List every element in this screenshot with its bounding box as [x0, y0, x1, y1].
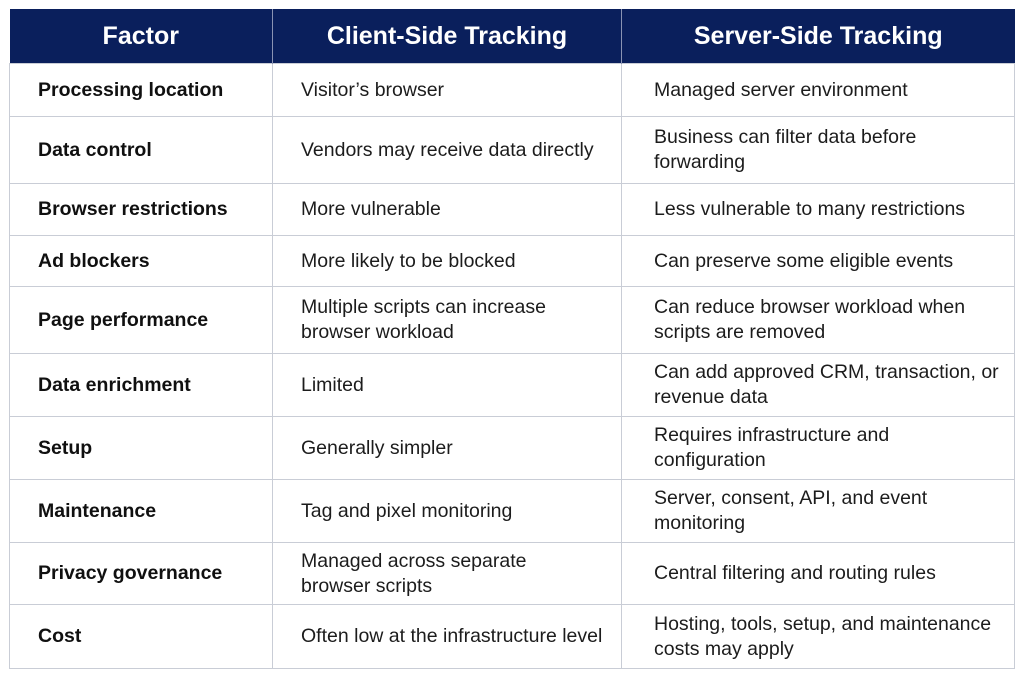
- table-row: Page performance Multiple scripts can in…: [9, 286, 1015, 354]
- factor-cell: Page performance: [9, 286, 273, 354]
- server-side-cell-text: Server, consent, API, and event monitori…: [654, 487, 928, 534]
- header-row: Factor Client-Side Tracking Server-Side …: [9, 9, 1015, 64]
- factor-cell: Processing location: [9, 63, 273, 117]
- client-side-cell: More vulnerable: [272, 183, 622, 236]
- comparison-table-container: Factor Client-Side Tracking Server-Side …: [9, 9, 1015, 669]
- table-row: Maintenance Tag and pixel monitoring Ser…: [9, 479, 1015, 543]
- server-side-cell-text: Hosting, tools, setup, and maintenance c…: [654, 612, 992, 660]
- table-row: Ad blockers More likely to be blocked Ca…: [9, 235, 1015, 287]
- factor-cell: Privacy governance: [9, 542, 273, 605]
- factor-cell: Cost: [9, 604, 273, 669]
- client-side-cell: Limited: [272, 353, 622, 417]
- table-row: Data control Vendors may receive data di…: [9, 116, 1015, 184]
- client-side-cell: Visitor’s browser: [272, 63, 622, 117]
- factor-cell: Data enrichment: [9, 353, 273, 417]
- server-side-cell-text: Requires infrastructure and configuratio…: [654, 424, 890, 471]
- client-side-cell: Vendors may receive data directly: [272, 116, 622, 184]
- table-row: Cost Often low at the infrastructure lev…: [9, 604, 1015, 669]
- server-side-cell: Can reduce browser workload when scripts…: [621, 286, 1015, 354]
- client-side-cell-text: Managed across separate browser scripts: [301, 549, 527, 597]
- factor-cell: Browser restrictions: [9, 183, 273, 236]
- column-header-client-side: Client-Side Tracking: [272, 9, 622, 64]
- server-side-cell-text: Can reduce browser workload when scripts…: [654, 296, 966, 343]
- factor-cell: Maintenance: [9, 479, 273, 543]
- server-side-cell: Hosting, tools, setup, and maintenance c…: [621, 604, 1015, 669]
- factor-cell: Setup: [9, 416, 273, 480]
- table-header: Factor Client-Side Tracking Server-Side …: [9, 9, 1015, 64]
- factor-cell: Ad blockers: [9, 235, 273, 287]
- server-side-cell: Less vulnerable to many restrictions: [621, 183, 1015, 236]
- server-side-cell: Managed server environment: [621, 63, 1015, 117]
- table-row: Privacy governance Managed across separa…: [9, 542, 1015, 605]
- server-side-cell: Can preserve some eligible events: [621, 235, 1015, 287]
- client-side-cell: Multiple scripts can increase browser wo…: [272, 286, 622, 354]
- client-side-cell: Tag and pixel monitoring: [272, 479, 622, 543]
- table-body: Processing location Visitor’s browser Ma…: [9, 63, 1015, 669]
- factor-cell: Data control: [9, 116, 273, 184]
- comparison-table: Factor Client-Side Tracking Server-Side …: [9, 9, 1015, 669]
- server-side-cell: Can add approved CRM, transaction, or re…: [621, 353, 1015, 417]
- table-row: Processing location Visitor’s browser Ma…: [9, 63, 1015, 117]
- server-side-cell: Requires infrastructure and configuratio…: [621, 416, 1015, 480]
- column-header-factor: Factor: [9, 9, 273, 64]
- server-side-cell: Central filtering and routing rules: [621, 542, 1015, 605]
- table-row: Data enrichment Limited Can add approved…: [9, 353, 1015, 417]
- client-side-cell-text: Multiple scripts can increase browser wo…: [301, 296, 546, 343]
- client-side-cell: Generally simpler: [272, 416, 622, 480]
- server-side-cell-text: Business can filter data before forwardi…: [654, 126, 917, 173]
- client-side-cell: More likely to be blocked: [272, 235, 622, 287]
- client-side-cell: Often low at the infrastructure level: [272, 604, 622, 669]
- table-row: Setup Generally simpler Requires infrast…: [9, 416, 1015, 480]
- server-side-cell-text: Can add approved CRM, transaction, or re…: [654, 361, 999, 408]
- server-side-cell: Business can filter data before forwardi…: [621, 116, 1015, 184]
- client-side-cell: Managed across separate browser scripts: [272, 542, 622, 605]
- server-side-cell: Server, consent, API, and event monitori…: [621, 479, 1015, 543]
- column-header-server-side: Server-Side Tracking: [621, 9, 1015, 64]
- table-row: Browser restrictions More vulnerable Les…: [9, 183, 1015, 236]
